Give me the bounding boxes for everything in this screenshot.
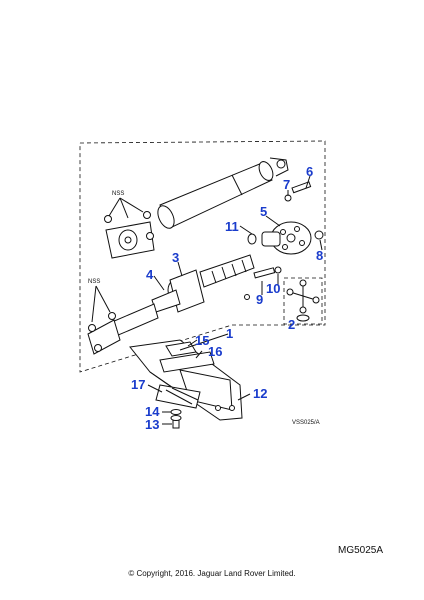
propshaft-tube — [157, 157, 289, 229]
nss-label-upper: NSS — [112, 191, 124, 197]
copyright-notice: © Copyright, 2016. Jaguar Land Rover Lim… — [128, 569, 296, 578]
callout-17: 17 — [131, 377, 145, 392]
drawing-ref: VSS025/A — [292, 420, 320, 426]
callout-6: 6 — [306, 164, 313, 179]
callout-1: 1 — [226, 326, 233, 341]
reference-code: MG5025A — [338, 545, 384, 556]
callout-15: 15 — [195, 333, 209, 348]
callout-8: 8 — [316, 248, 323, 263]
callout-16: 16 — [208, 344, 222, 359]
callout-13: 13 — [145, 417, 159, 432]
callout-12: 12 — [253, 386, 267, 401]
splined-shaft — [199, 254, 255, 288]
callout-2: 2 — [288, 317, 295, 332]
flexible-coupling — [270, 221, 312, 255]
callout-5: 5 — [260, 204, 267, 219]
callout-3: 3 — [172, 250, 179, 265]
callout-4: 4 — [146, 267, 154, 282]
lower-shaft — [87, 303, 159, 355]
upper-yoke — [104, 211, 155, 259]
assembly-boundary — [79, 140, 326, 373]
universal-joint — [286, 279, 320, 322]
callout-14: 14 — [145, 404, 160, 419]
callout-7: 7 — [283, 177, 290, 192]
callout-11: 11 — [225, 219, 239, 234]
callout-10: 10 — [266, 281, 280, 296]
nss-label-lower: NSS — [88, 279, 100, 285]
callout-9: 9 — [256, 292, 263, 307]
